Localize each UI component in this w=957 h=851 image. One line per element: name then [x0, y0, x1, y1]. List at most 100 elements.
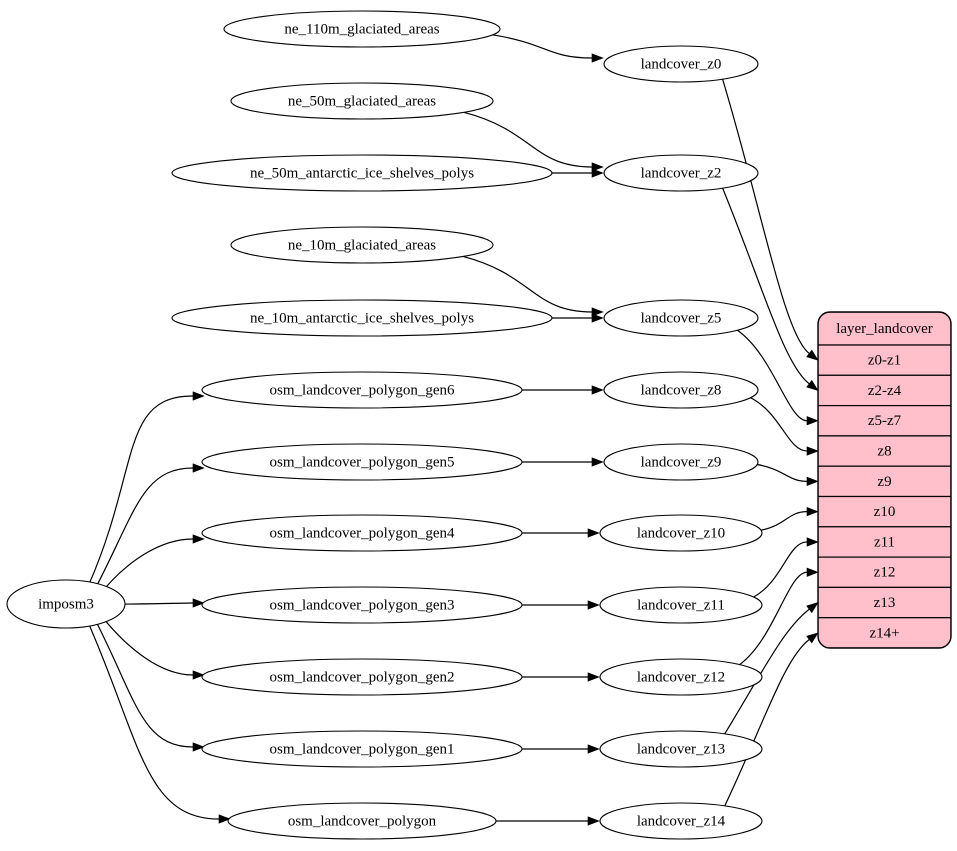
edge-imposm3-to-osm_landcover_polygon	[87, 621, 231, 824]
edge-imposm3-to-osm_landcover_polygon_gen5	[93, 463, 205, 592]
node-landcover_z2[interactable]: landcover_z2	[603, 154, 759, 192]
node-imposm3[interactable]: imposm3	[6, 579, 126, 629]
node-ne_50m_antarctic_ice_shelves_polys[interactable]: ne_50m_antarctic_ice_shelves_polys	[171, 154, 553, 192]
edge-osm_landcover_polygon_gen1-to-landcover_z13	[521, 744, 600, 754]
table-row-label: z8	[877, 443, 891, 459]
table-body: layer_landcover z0-z1 z2-z4 z5-z7 z8 z9 z10 z11…	[818, 312, 951, 648]
node-label: landcover_z5	[641, 310, 722, 326]
table-row[interactable]: z11	[818, 526, 951, 558]
node-ne_10m_antarctic_ice_shelves_polys[interactable]: ne_10m_antarctic_ice_shelves_polys	[171, 299, 553, 337]
edge-osm_landcover_polygon-to-landcover_z14	[496, 816, 600, 826]
node-landcover_z12[interactable]: landcover_z12	[599, 658, 763, 696]
table-row[interactable]: z14+	[818, 617, 951, 648]
table-row-label: z2-z4	[868, 383, 902, 399]
table-row-label: z14+	[869, 625, 899, 641]
table-header-label: layer_landcover	[836, 321, 933, 337]
table-row-label: z10	[874, 504, 896, 520]
edge-imposm3-to-osm_landcover_polygon_gen2	[96, 610, 205, 680]
edge-ne_10m_glaciated_areas-to-landcover_z5	[462, 255, 604, 317]
table-row[interactable]: z10	[818, 495, 951, 528]
table-layer-landcover: layer_landcover z0-z1 z2-z4 z5-z7 z8 z9 z10 z11…	[817, 311, 952, 649]
node-osm_landcover_polygon_gen1[interactable]: osm_landcover_polygon_gen1	[201, 730, 523, 768]
edge-osm_landcover_polygon_gen4-to-landcover_z10	[522, 528, 600, 538]
edge-osm_landcover_polygon_gen3-to-landcover_z11	[522, 600, 600, 610]
node-landcover_z9[interactable]: landcover_z9	[603, 443, 759, 481]
node-label: osm_landcover_polygon_gen2	[270, 669, 455, 685]
node-osm_landcover_polygon_gen4[interactable]: osm_landcover_polygon_gen4	[201, 514, 523, 552]
edge-landcover_z10-to-row-z10	[760, 507, 819, 531]
node-label: ne_110m_glaciated_areas	[284, 21, 439, 37]
edge-osm_landcover_polygon_gen6-to-landcover_z8	[522, 385, 604, 395]
node-label: landcover_z9	[641, 454, 722, 470]
table-header-cell: layer_landcover	[818, 312, 951, 346]
table-row-label: z12	[874, 565, 896, 581]
node-landcover_z14[interactable]: landcover_z14	[599, 802, 763, 840]
node-label: landcover_z12	[637, 669, 725, 685]
edge-ne_50m_antarctic_ice_shelves_polys-to-landcover_z2	[552, 168, 604, 178]
edge-landcover_z11-to-row-z11	[753, 537, 819, 598]
edge-landcover_z8-to-row-z8	[750, 397, 819, 456]
table-row[interactable]: z2-z4	[818, 374, 951, 407]
node-landcover_z8[interactable]: landcover_z8	[603, 371, 759, 409]
edge-landcover_z12-to-row-z12	[739, 567, 819, 666]
node-osm_landcover_polygon_gen3[interactable]: osm_landcover_polygon_gen3	[201, 586, 523, 624]
node-label: landcover_z14	[637, 813, 726, 829]
node-label: osm_landcover_polygon	[288, 813, 437, 829]
nodes-layer: imposm3 ne_110m_glaciated_areas ne_50m_gla…	[6, 10, 763, 840]
node-label: ne_50m_antarctic_ice_shelves_polys	[250, 165, 474, 181]
node-label: ne_10m_antarctic_ice_shelves_polys	[250, 310, 474, 326]
node-landcover_z5[interactable]: landcover_z5	[603, 299, 759, 337]
edge-ne_50m_glaciated_areas-to-landcover_z2	[463, 111, 604, 172]
node-label: osm_landcover_polygon_gen3	[270, 597, 455, 613]
node-label: osm_landcover_polygon_gen4	[270, 525, 455, 541]
node-landcover_z0[interactable]: landcover_z0	[603, 45, 759, 83]
node-landcover_z11[interactable]: landcover_z11	[599, 586, 763, 624]
node-ne_50m_glaciated_areas[interactable]: ne_50m_glaciated_areas	[230, 82, 494, 120]
node-label: landcover_z11	[637, 597, 725, 613]
edge-ne_10m_antarctic_ice_shelves_polys-to-landcover_z5	[552, 313, 604, 323]
table-row[interactable]: z5-z7	[818, 405, 951, 437]
edges-layer	[87, 34, 819, 826]
edge-landcover_z0-to-row-z0-z1	[722, 78, 819, 361]
table-outline	[817, 311, 952, 649]
edge-imposm3-to-osm_landcover_polygon_gen6	[87, 391, 205, 587]
edge-imposm3-to-osm_landcover_polygon_gen4	[96, 534, 205, 598]
node-label: ne_50m_glaciated_areas	[288, 93, 436, 109]
node-label: landcover_z10	[637, 525, 725, 541]
node-label: osm_landcover_polygon_gen1	[270, 741, 455, 757]
edge-imposm3-to-osm_landcover_polygon_gen1	[93, 616, 205, 752]
node-label: osm_landcover_polygon_gen6	[270, 382, 455, 398]
node-label: landcover_z8	[641, 382, 722, 398]
table-row[interactable]: z9	[818, 465, 951, 498]
node-osm_landcover_polygon[interactable]: osm_landcover_polygon	[227, 802, 497, 840]
edge-landcover_z5-to-row-z5-z7	[737, 329, 819, 426]
node-osm_landcover_polygon_gen5[interactable]: osm_landcover_polygon_gen5	[201, 443, 523, 481]
table-row-label: z9	[877, 474, 891, 490]
table-row-label: z11	[874, 534, 895, 550]
node-ne_110m_glaciated_areas[interactable]: ne_110m_glaciated_areas	[223, 10, 501, 48]
table-row-label: z0-z1	[868, 353, 901, 369]
node-label: ne_10m_glaciated_areas	[288, 237, 436, 253]
edge-osm_landcover_polygon_gen5-to-landcover_z9	[522, 457, 604, 467]
table-row[interactable]: z8	[818, 435, 951, 467]
node-landcover_z10[interactable]: landcover_z10	[599, 514, 763, 552]
edge-osm_landcover_polygon_gen2-to-landcover_z12	[522, 672, 600, 682]
node-label: imposm3	[38, 596, 94, 612]
table-row-label: z13	[874, 595, 896, 611]
node-osm_landcover_polygon_gen6[interactable]: osm_landcover_polygon_gen6	[201, 371, 523, 409]
edge-landcover_z13-to-row-z13	[724, 602, 819, 735]
edge-landcover_z9-to-row-z9	[757, 463, 819, 486]
node-label: osm_landcover_polygon_gen5	[270, 454, 455, 470]
node-label: landcover_z0	[641, 56, 722, 72]
table-row[interactable]: z12	[818, 556, 951, 588]
node-ne_10m_glaciated_areas[interactable]: ne_10m_glaciated_areas	[230, 226, 494, 264]
table-row[interactable]: z13	[818, 586, 951, 619]
node-label: landcover_z2	[641, 165, 722, 181]
node-landcover_z13[interactable]: landcover_z13	[599, 730, 763, 768]
node-osm_landcover_polygon_gen2[interactable]: osm_landcover_polygon_gen2	[201, 658, 523, 696]
node-label: landcover_z13	[637, 741, 725, 757]
table-row[interactable]: z0-z1	[818, 344, 951, 376]
table-row-label: z5-z7	[868, 413, 902, 429]
